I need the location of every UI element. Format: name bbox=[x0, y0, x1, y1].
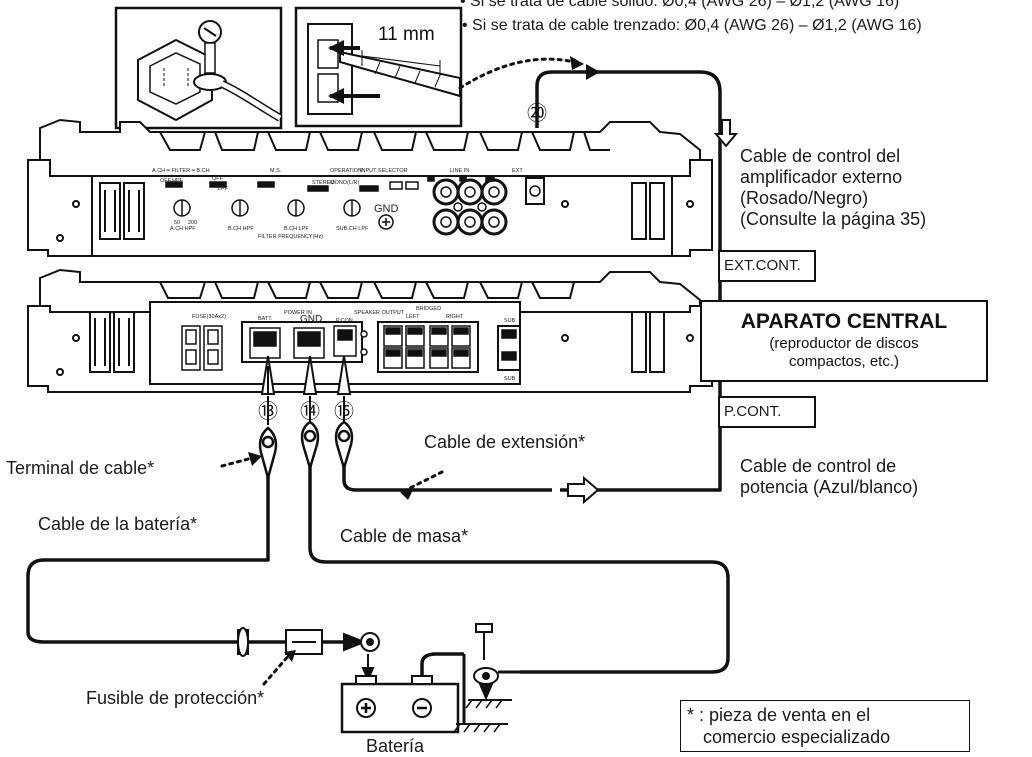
knob-b-ch-lpf-label: B.CH LPF bbox=[284, 226, 309, 232]
line-in-label: LINE IN bbox=[450, 168, 469, 174]
stereo-label: STEREO bbox=[312, 180, 335, 186]
leader-arrowheads bbox=[248, 56, 584, 662]
amplifier-bottom-text: FUSE(30Ax2) POWER IN BATT. GND P.CON SPE… bbox=[192, 306, 516, 382]
speaker-output-label: SPEAKER OUTPUT bbox=[354, 310, 405, 316]
footnote-line-1: * : pieza de venta en el bbox=[687, 705, 871, 725]
marker-15: ⑮ bbox=[334, 400, 354, 423]
right-label: RIGHT bbox=[446, 314, 464, 320]
batt-label: BATT. bbox=[258, 316, 273, 322]
power-in-label: POWER IN bbox=[284, 310, 312, 316]
cable-terminal-label: Terminal de cable* bbox=[6, 458, 155, 478]
pcon-label: P.CON bbox=[336, 318, 353, 324]
off-label-1: OFF bbox=[160, 178, 172, 184]
p-cont-label: P.CONT. bbox=[724, 403, 782, 420]
gnd-label-top: GND bbox=[374, 203, 399, 215]
head-unit-title: APARATO CENTRAL bbox=[740, 310, 948, 333]
marker-20: ⑳ bbox=[527, 102, 547, 125]
filter-label: A.CH ━ FILTER ━ B.CH bbox=[152, 168, 210, 174]
leader-lines bbox=[220, 57, 576, 686]
filter-frequency-label: FILTER FREQUENCY(Hz) bbox=[258, 234, 323, 240]
battery-label: Batería bbox=[366, 736, 425, 756]
v200-label: 200 bbox=[188, 220, 197, 226]
sub-label-top: SUB bbox=[504, 318, 516, 324]
ext-down-arrow bbox=[713, 119, 739, 148]
wiring-lines bbox=[26, 70, 730, 674]
ext-control-line-3: (Rosado/Negro) bbox=[740, 188, 869, 208]
amplifier-top-text: A.CH ━ FILTER ━ B.CH M.S. OPERATION INPU… bbox=[152, 168, 523, 240]
operation-label: OPERATION bbox=[330, 168, 362, 174]
head-unit-box: APARATO CENTRAL (reproductor de discos c… bbox=[700, 300, 988, 382]
lpf-label: LPF bbox=[218, 186, 229, 192]
ms-label: M.S. bbox=[270, 168, 282, 174]
knob-b-ch-hpf-label: B.CH HPF bbox=[228, 226, 254, 232]
off-label-2: OFF bbox=[212, 176, 224, 182]
ext-label: EXT bbox=[512, 168, 523, 174]
amplifier-bottom-controls bbox=[181, 321, 521, 373]
note-solid-cable: • Si se trata de cable sólido: Ø0,4 (AWG… bbox=[460, 0, 900, 10]
terminal-arrows bbox=[260, 355, 352, 395]
ext-control-line-2: amplificador externo bbox=[740, 167, 903, 187]
ext-cont-label: EXT.CONT. bbox=[724, 257, 801, 274]
mono-label: MONO(L/R) bbox=[330, 180, 360, 186]
amplifier-top-controls bbox=[165, 175, 545, 236]
ext-control-cable-label: Cable de control del amplificador extern… bbox=[740, 146, 926, 230]
circled-markers: ⑬ ⑭ ⑮ ⑳ bbox=[258, 102, 547, 423]
terminal-wires bbox=[267, 396, 345, 425]
hpf-label: HPF bbox=[172, 178, 184, 184]
marker-13: ⑬ bbox=[258, 400, 278, 423]
note-stranded-cable: • Si se trata de cable trenzado: Ø0,4 (A… bbox=[462, 17, 922, 34]
sub-label-bottom: SUB bbox=[504, 376, 516, 382]
head-unit-sub-1: (reproductor de discos bbox=[769, 335, 919, 352]
input-selector-label: INPUT SELECTOR bbox=[360, 168, 408, 174]
ring-terminals bbox=[258, 420, 354, 483]
power-control-cable-label: Cable de control de potencia (Azul/blanc… bbox=[740, 456, 918, 498]
extension-arrow bbox=[567, 475, 600, 505]
bridged-label: BRIDGED bbox=[416, 306, 441, 312]
screw-terminal-inset bbox=[114, 6, 283, 130]
amplifier-bottom-unit bbox=[27, 268, 713, 393]
v50-label: 50 bbox=[174, 220, 180, 226]
power-control-line-1: Cable de control de bbox=[740, 456, 897, 476]
fuse-label: Fusible de protección* bbox=[86, 688, 265, 708]
knob-a-ch-hpf-label: A.CH HPF bbox=[170, 226, 196, 232]
extension-cable-label: Cable de extensión* bbox=[424, 432, 586, 452]
head-unit-sub-2: compactos, etc.) bbox=[788, 353, 900, 370]
knob-sub-ch-lpf-label: SUB.CH LPF bbox=[336, 226, 369, 232]
left-label: LEFT bbox=[406, 314, 420, 320]
fuse-assembly bbox=[237, 627, 380, 657]
ext-wire-arrow bbox=[586, 64, 600, 80]
fuse-rating-label: FUSE(30Ax2) bbox=[192, 314, 226, 320]
gnd-label-bottom: GND bbox=[300, 314, 322, 325]
ext-cont-box: EXT.CONT. bbox=[718, 250, 816, 282]
p-cont-box: P.CONT. bbox=[718, 396, 816, 428]
ext-control-line-1: Cable de control del bbox=[740, 146, 901, 166]
ground-cable-label: Cable de masa* bbox=[340, 526, 469, 546]
ground-screw bbox=[465, 623, 520, 709]
battery bbox=[340, 652, 508, 734]
ext-control-line-4: (Consulte la página 35) bbox=[740, 209, 927, 229]
marker-14: ⑭ bbox=[300, 400, 320, 423]
footnote-box: * : pieza de venta en el comercio especi… bbox=[680, 700, 970, 752]
battery-cable-label: Cable de la batería* bbox=[38, 514, 198, 534]
power-control-line-2: potencia (Azul/blanco) bbox=[740, 477, 919, 497]
amplifier-top-unit bbox=[27, 118, 713, 257]
strip-length-label: 11 mm bbox=[378, 24, 435, 45]
footnote-line-2: comercio especializado bbox=[703, 727, 891, 747]
wire-insertion-inset bbox=[294, 6, 463, 128]
